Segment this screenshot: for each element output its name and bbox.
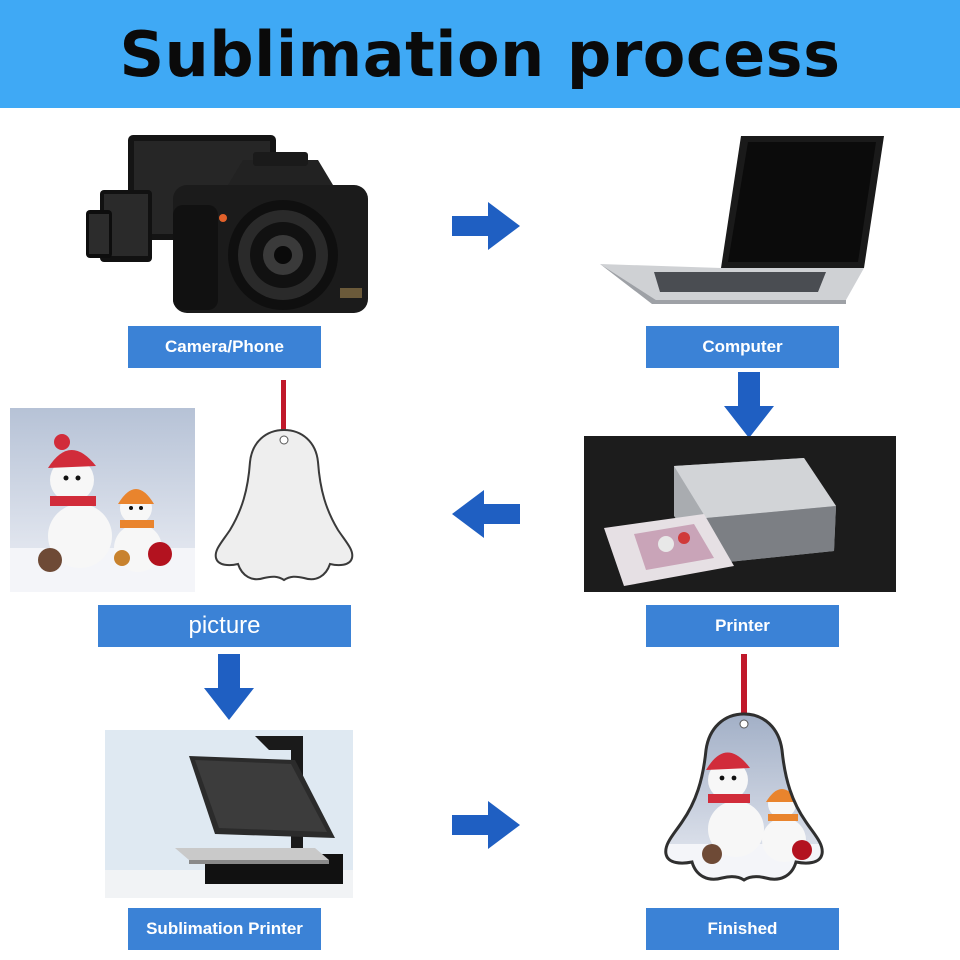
arrow-right-icon bbox=[452, 202, 520, 250]
step-label-picture: picture bbox=[98, 605, 351, 647]
step-label-camera-phone: Camera/Phone bbox=[128, 326, 321, 368]
snowman-photo bbox=[10, 408, 195, 592]
arrow-down-icon bbox=[724, 372, 774, 438]
blank-bell-ornament bbox=[204, 380, 364, 596]
printer-image bbox=[584, 436, 896, 592]
step-label-sublimation-printer: Sublimation Printer bbox=[128, 908, 321, 950]
step-label-computer: Computer bbox=[646, 326, 839, 368]
camera-phone-image bbox=[78, 130, 378, 320]
step-label-printer: Printer bbox=[646, 605, 839, 647]
title-banner: Sublimation process bbox=[0, 0, 960, 108]
finished-bell-ornament bbox=[654, 654, 834, 898]
laptop-image bbox=[596, 132, 886, 307]
page-title: Sublimation process bbox=[119, 17, 841, 91]
heat-press-image bbox=[105, 730, 353, 898]
arrow-right-icon bbox=[452, 801, 520, 849]
arrow-left-icon bbox=[452, 490, 520, 538]
step-label-finished: Finished bbox=[646, 908, 839, 950]
arrow-down-icon bbox=[204, 654, 254, 720]
